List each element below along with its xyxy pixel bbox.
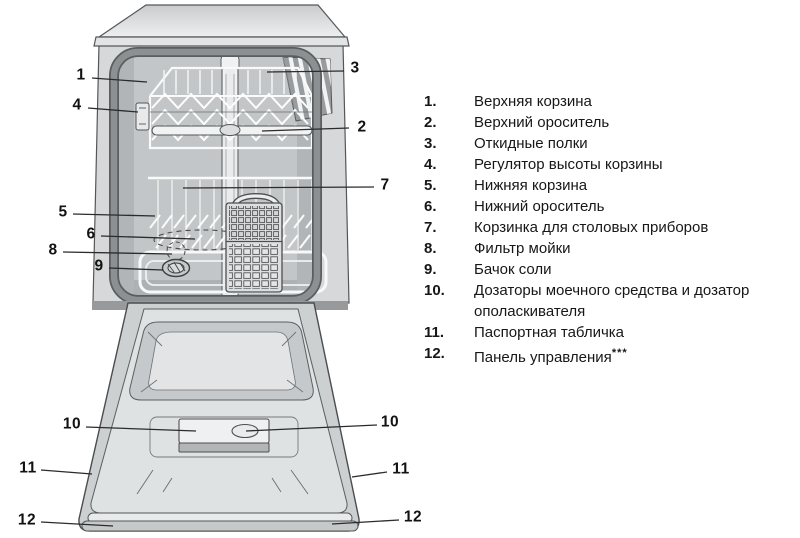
- callout-11: 11: [19, 459, 37, 477]
- leader-lines: [40, 70, 400, 527]
- legend-item-line: Бачок соли: [474, 261, 552, 278]
- open-door: [78, 302, 360, 532]
- legend-item-8: 8. Фильтр мойки: [424, 238, 796, 259]
- legend-item-line: Верхняя корзина: [474, 93, 592, 110]
- legend-item-6: 6. Нижний ороситель: [424, 196, 796, 217]
- legend-item-label: Верхняя корзина: [474, 91, 592, 112]
- legend-item-number: 10.: [424, 282, 445, 299]
- basket-height-regulator: [135, 102, 150, 131]
- footnote-asterisks: ***: [611, 347, 628, 359]
- cutlery-basket: [225, 192, 283, 293]
- callout-9: 9: [94, 257, 104, 275]
- legend-item-label: Нижняя корзина: [474, 175, 587, 196]
- callout-2: 2: [357, 118, 367, 136]
- legend-item-label: Нижний ороситель: [474, 196, 604, 217]
- legend-item-number: 1.: [424, 93, 437, 110]
- callout-12: 12: [17, 511, 37, 529]
- callout-10: 10: [62, 415, 82, 433]
- legend-item-label: Панель управления***: [474, 343, 628, 368]
- legend-item-number: 11.: [424, 324, 445, 341]
- legend-item-number: 5.: [424, 177, 437, 194]
- worktop: [93, 4, 350, 47]
- legend-item-number: 7.: [424, 219, 437, 236]
- legend-item-line: Фильтр мойки: [474, 240, 571, 257]
- legend-item-11: 11. Паспортная табличка: [424, 322, 796, 343]
- legend-item-2: 2. Верхний ороситель: [424, 112, 796, 133]
- legend-item-number: 6.: [424, 198, 437, 215]
- legend-item-label: Фильтр мойки: [474, 238, 571, 259]
- legend-item-label: Паспортная табличка: [474, 322, 624, 343]
- legend-item-number: 3.: [424, 135, 437, 152]
- legend-item-label: Корзинка для столовых приборов: [474, 217, 708, 238]
- legend-item-label: Дозаторы моечного средства и дозатор опол…: [474, 280, 749, 322]
- detergent-dispenser: [149, 416, 299, 458]
- legend-item-9: 9. Бачок соли: [424, 259, 796, 280]
- legend-item-label: Верхний ороситель: [474, 112, 609, 133]
- door-gasket: [109, 47, 322, 305]
- callout-6: 6: [86, 225, 96, 243]
- legend-item-line: Паспортная табличка: [474, 324, 625, 341]
- callout-3: 3: [350, 59, 360, 77]
- legend-item-label: Бачок соли: [474, 259, 552, 280]
- legend-item-line: ополаскивателя: [474, 303, 586, 320]
- callout-11: 11: [392, 460, 410, 478]
- legend-item-line: Откидные полки: [474, 135, 588, 152]
- legend-item-10: 10. Дозаторы моечного средства и дозатор о…: [424, 280, 796, 322]
- legend-item-number: 4.: [424, 156, 437, 173]
- salt-tank-cap: [161, 258, 191, 278]
- legend-item-3: 3. Откидные полки: [424, 133, 796, 154]
- dishwasher-illustration: [40, 4, 400, 532]
- callout-10: 10: [380, 413, 400, 431]
- parts-legend: 1. Верхняя корзина 2. Верхний ороситель 3. От…: [424, 91, 796, 368]
- callout-8: 8: [48, 241, 58, 259]
- legend-item-5: 5. Нижняя корзина: [424, 175, 796, 196]
- legend-item-number: 9.: [424, 261, 437, 278]
- callout-4: 4: [72, 96, 82, 114]
- legend-item-label: Откидные полки: [474, 133, 588, 154]
- legend-item-number: 2.: [424, 114, 437, 131]
- legend-item-12: 12. Панель управления***: [424, 343, 796, 368]
- callout-7: 7: [380, 176, 390, 194]
- legend-item-line: Дозаторы моечного средства и дозатор: [474, 282, 750, 299]
- callout-12: 12: [403, 508, 423, 526]
- legend-item-number: 12.: [424, 345, 445, 362]
- legend-item-7: 7. Корзинка для столовых приборов: [424, 217, 796, 238]
- callout-1: 1: [76, 66, 86, 84]
- legend-item-line: Панель управления***: [474, 347, 628, 366]
- legend-item-number: 8.: [424, 240, 437, 257]
- legend-item-line: Нижняя корзина: [474, 177, 588, 194]
- legend-item-line: Регулятор высоты корзины: [474, 156, 663, 173]
- legend-item-line: Корзинка для столовых приборов: [474, 219, 709, 236]
- callout-5: 5: [58, 203, 68, 221]
- legend-item-4: 4. Регулятор высоты корзины: [424, 154, 796, 175]
- legend-item-line: Нижний ороситель: [474, 198, 605, 215]
- legend-item-1: 1. Верхняя корзина: [424, 91, 796, 112]
- legend-item-line: Верхний ороситель: [474, 114, 610, 131]
- legend-item-label: Регулятор высоты корзины: [474, 154, 663, 175]
